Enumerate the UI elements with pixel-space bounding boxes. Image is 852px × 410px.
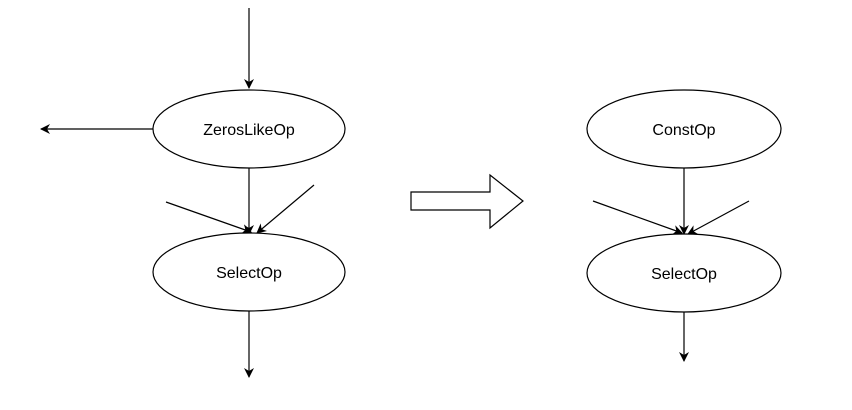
node-zeroslikeop-label: ZerosLikeOp [203,122,295,139]
node-constop-shape [586,89,782,169]
node-selectop-left: SelectOp [152,232,346,312]
node-selectop-right: SelectOp [586,233,782,313]
node-selectop-left-label: SelectOp [216,265,282,282]
edge-left-operand-to-select [165,201,252,234]
node-zeroslikeop-shape [152,89,346,169]
transform-arrow-icon [410,173,524,230]
node-selectop-left-shape [152,232,346,312]
edge-left-operand-to-select-right [592,200,683,235]
node-zeroslikeop: ZerosLikeOp [152,89,346,169]
node-selectop-right-shape [586,233,782,313]
node-constop: ConstOp [586,89,782,169]
left-graph: ZerosLikeOp SelectOp [40,8,346,378]
node-selectop-right-label: SelectOp [651,266,717,283]
edge-right-operand-to-select [256,184,315,234]
edge-right-operand-to-select-right [687,200,750,235]
right-graph: ConstOp SelectOp [586,89,782,362]
node-constop-label: ConstOp [652,122,715,139]
